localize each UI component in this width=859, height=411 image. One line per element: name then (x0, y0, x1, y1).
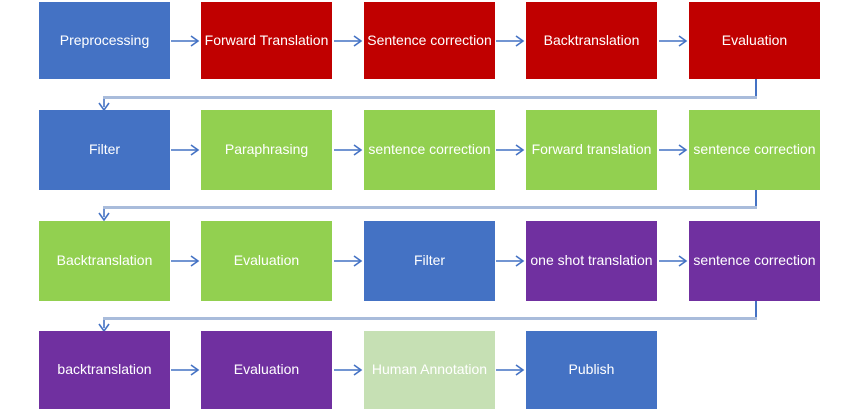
arrow-right-icon (496, 144, 525, 156)
step-publish: Publish (526, 331, 657, 409)
connector-row3-row4-line (103, 317, 757, 320)
connector-row2-row3-stub (755, 190, 757, 208)
arrow-right-icon (171, 144, 200, 156)
arrow-down-icon (98, 209, 110, 222)
arrow-right-icon (171, 364, 200, 376)
step-human-annotation: Human Annotation (364, 331, 495, 409)
step-forward-translation-1: Forward Translation (201, 2, 332, 79)
step-one-shot-translation: one shot translation (526, 221, 657, 301)
step-sentence-correction-3: sentence correction (689, 110, 820, 190)
step-forward-translation-2: Forward translation (526, 110, 657, 190)
arrow-right-icon (659, 35, 688, 47)
step-backtranslation-2: Backtranslation (39, 221, 170, 301)
arrow-right-icon (496, 255, 525, 267)
arrow-right-icon (496, 364, 525, 376)
arrow-right-icon (334, 255, 363, 267)
step-filter-1: Filter (39, 110, 170, 190)
step-evaluation-2: Evaluation (201, 221, 332, 301)
connector-row2-row3-line (103, 206, 757, 209)
step-sentence-correction-2: sentence correction (364, 110, 495, 190)
arrow-right-icon (334, 364, 363, 376)
step-sentence-correction-1: Sentence correction (364, 2, 495, 79)
step-paraphrasing: Paraphrasing (201, 110, 332, 190)
arrow-right-icon (334, 35, 363, 47)
step-backtranslation-1: Backtranslation (526, 2, 657, 79)
connector-row3-row4-stub (755, 301, 757, 319)
arrow-right-icon (659, 144, 688, 156)
step-filter-2: Filter (364, 221, 495, 301)
step-sentence-correction-4: sentence correction (689, 221, 820, 301)
connector-row1-row2-line (103, 96, 757, 99)
connector-row1-row2-stub (755, 79, 757, 98)
step-preprocessing: Preprocessing (39, 2, 170, 79)
arrow-right-icon (496, 35, 525, 47)
step-evaluation-1: Evaluation (689, 2, 820, 79)
arrow-right-icon (659, 255, 688, 267)
arrow-right-icon (171, 255, 200, 267)
arrow-right-icon (334, 144, 363, 156)
arrow-right-icon (171, 35, 200, 47)
step-backtranslation-3: backtranslation (39, 331, 170, 409)
step-evaluation-3: Evaluation (201, 331, 332, 409)
